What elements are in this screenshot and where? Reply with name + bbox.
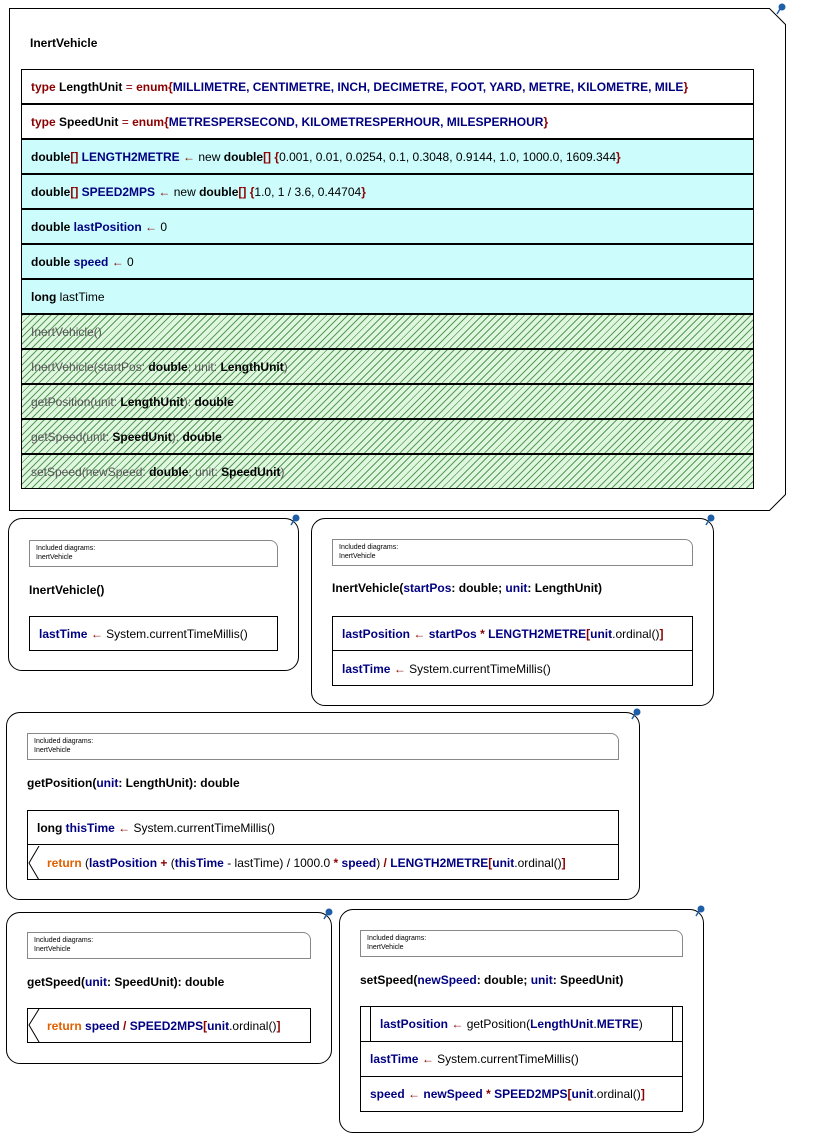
attr-length2metre[interactable]: double[] LENGTH2METRE ← new double[] {0.… bbox=[21, 139, 754, 174]
ctor1-title: InertVehicle() bbox=[29, 583, 105, 597]
attr-lastposition[interactable]: double lastPosition ← 0 bbox=[21, 209, 754, 244]
method-getposition[interactable]: getPosition(unit: LengthUnit): double bbox=[21, 384, 754, 419]
getposition-title: getPosition(unit: LengthUnit): double bbox=[27, 776, 240, 790]
getposition-stmt-1[interactable]: long thisTime ← System.currentTimeMillis… bbox=[28, 811, 618, 845]
ctor2-title: InertVehicle(startPos: double; unit: Len… bbox=[332, 581, 603, 595]
setspeed-stmt-2[interactable]: lastTime ← System.currentTimeMillis() bbox=[361, 1042, 682, 1077]
return-marker-icon bbox=[28, 1009, 40, 1042]
method-ctor[interactable]: InertVehicle() bbox=[21, 314, 754, 349]
ctor2-stmt-1[interactable]: lastPosition ← startPos * LENGTH2METRE[u… bbox=[333, 617, 692, 651]
setspeed-body: lastPosition ← getPosition(LengthUnit.ME… bbox=[360, 1006, 683, 1112]
pin-icon[interactable] bbox=[705, 514, 715, 526]
attr-lasttime[interactable]: long lastTime bbox=[21, 279, 754, 314]
setspeed-title: setSpeed(newSpeed: double; unit: SpeedUn… bbox=[360, 973, 624, 987]
type-lengthunit-row[interactable]: type LengthUnit = enum{MILLIMETRE, CENTI… bbox=[21, 69, 754, 104]
getposition-return[interactable]: return (lastPosition + (thisTime - lastT… bbox=[47, 855, 566, 870]
getspeed-title: getSpeed(unit: SpeedUnit): double bbox=[27, 975, 225, 989]
method-setspeed[interactable]: setSpeed(newSpeed: double; unit: SpeedUn… bbox=[21, 454, 754, 489]
included-diagrams-note: Included diagrams:InertVehicle bbox=[360, 930, 683, 957]
setspeed-stmt-1[interactable]: lastPosition ← getPosition(LengthUnit.ME… bbox=[380, 1017, 643, 1031]
getspeed-return[interactable]: return speed / SPEED2MPS[unit.ordinal()] bbox=[47, 1018, 281, 1033]
method-ctor-params[interactable]: InertVehicle(startPos: double; unit: Len… bbox=[21, 349, 754, 384]
type-speedunit-row[interactable]: type SpeedUnit = enum{METRESPERSECOND, K… bbox=[21, 104, 754, 139]
pin-icon[interactable] bbox=[290, 514, 300, 526]
getposition-body: long thisTime ← System.currentTimeMillis… bbox=[27, 810, 619, 880]
ctor1-stmt[interactable]: lastTime ← System.currentTimeMillis() bbox=[39, 626, 248, 641]
return-marker-icon bbox=[28, 846, 40, 880]
setspeed-stmt-3[interactable]: speed ← newSpeed * SPEED2MPS[unit.ordina… bbox=[370, 1087, 645, 1101]
pin-icon[interactable] bbox=[323, 908, 333, 920]
attr-speed[interactable]: double speed ← 0 bbox=[21, 244, 754, 279]
included-diagrams-note: Included diagrams:InertVehicle bbox=[332, 539, 693, 566]
ctor2-stmt-2[interactable]: lastTime ← System.currentTimeMillis() bbox=[342, 661, 551, 676]
pin-icon[interactable] bbox=[631, 708, 641, 720]
included-diagrams-note: Included diagrams:InertVehicle bbox=[29, 540, 278, 567]
pin-icon[interactable] bbox=[695, 905, 705, 917]
pin-icon[interactable] bbox=[776, 3, 786, 15]
attr-speed2mps[interactable]: double[] SPEED2MPS ← new double[] {1.0, … bbox=[21, 174, 754, 209]
class-title: InertVehicle bbox=[30, 36, 98, 50]
call-block: lastPosition ← getPosition(LengthUnit.ME… bbox=[361, 1007, 682, 1042]
included-diagrams-note: Included diagrams:InertVehicle bbox=[27, 932, 311, 959]
ctor1-body: lastTime ← System.currentTimeMillis() bbox=[29, 616, 278, 651]
ctor2-body: lastPosition ← startPos * LENGTH2METRE[u… bbox=[332, 616, 693, 686]
included-diagrams-note: Included diagrams:InertVehicle bbox=[27, 733, 619, 760]
getspeed-body: return speed / SPEED2MPS[unit.ordinal()] bbox=[27, 1008, 311, 1043]
method-getspeed[interactable]: getSpeed(unit: SpeedUnit): double bbox=[21, 419, 754, 454]
